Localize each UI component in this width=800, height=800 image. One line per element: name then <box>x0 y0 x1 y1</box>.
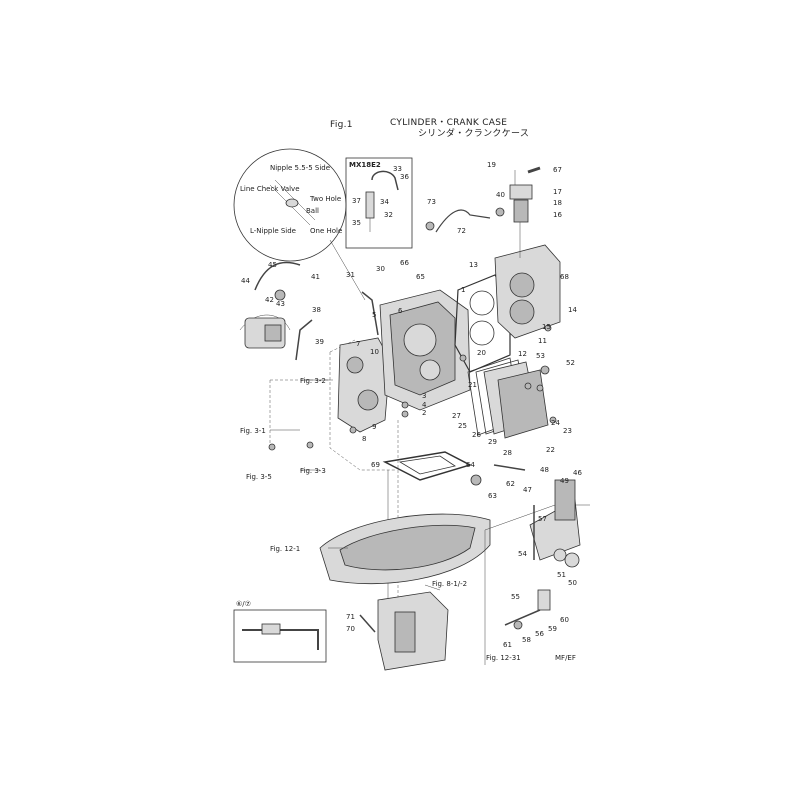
callout-67: 67 <box>553 166 562 174</box>
callout-36: 36 <box>400 173 409 181</box>
callout-34: 34 <box>380 198 389 206</box>
callout-64: 64 <box>466 461 475 469</box>
variant-label: MF/EF <box>555 654 576 662</box>
callout-59: 59 <box>548 625 557 633</box>
callout-68: 68 <box>560 273 569 281</box>
callout-22: 22 <box>546 446 555 454</box>
inset-bottom-label: ⑥/⑦ <box>236 600 251 608</box>
callout-26: 26 <box>472 431 481 439</box>
detail-label-l-nipple: L-Nipple Side <box>250 227 296 235</box>
callout-61: 61 <box>503 641 512 649</box>
callout-18: 18 <box>553 199 562 207</box>
callout-23: 23 <box>563 427 572 435</box>
callout-54: 54 <box>518 550 527 558</box>
callout-41: 41 <box>311 273 320 281</box>
inset-label: MX18E2 <box>349 161 381 169</box>
callout-16: 16 <box>553 211 562 219</box>
detail-label-check-valve: Line Check Valve <box>240 185 300 193</box>
callout-40: 40 <box>496 191 505 199</box>
callout-11: 11 <box>538 337 547 345</box>
callout-55: 55 <box>511 593 520 601</box>
callout-43: 43 <box>276 300 285 308</box>
callout-47: 47 <box>523 486 532 494</box>
callout-8: 8 <box>362 435 367 443</box>
figure-number: Fig.1 <box>330 120 353 130</box>
fig-ref-3-3: Fig. 3-3 <box>300 467 326 475</box>
callout-32: 32 <box>384 211 393 219</box>
callout-57: 57 <box>538 515 547 523</box>
callout-14: 14 <box>568 306 577 314</box>
callout-65: 65 <box>416 273 425 281</box>
callout-24: 24 <box>551 419 560 427</box>
callout-2: 2 <box>422 409 427 417</box>
callout-21: 21 <box>468 381 477 389</box>
fig-ref-8-1-2: Fig. 8-1/-2 <box>432 580 468 588</box>
callout-73: 73 <box>427 198 436 206</box>
callout-58: 58 <box>522 636 531 644</box>
callout-46: 46 <box>573 469 582 477</box>
callout-27: 27 <box>452 412 461 420</box>
fig-ref-3-1: Fig. 3-1 <box>240 427 266 435</box>
callout-69: 69 <box>371 461 380 469</box>
callout-13: 13 <box>469 261 478 269</box>
callout-42: 42 <box>265 296 274 304</box>
callout-72: 72 <box>457 227 466 235</box>
callout-60: 60 <box>560 616 569 624</box>
callout-15: 15 <box>542 323 551 331</box>
detail-label-ball: Ball <box>306 207 319 215</box>
callout-9: 9 <box>372 423 377 431</box>
callout-70: 70 <box>346 625 355 633</box>
fig-ref-12-1: Fig. 12-1 <box>270 545 301 553</box>
callout-4: 4 <box>422 401 427 409</box>
callout-25: 25 <box>458 422 467 430</box>
callout-33: 33 <box>393 165 402 173</box>
detail-label-nipple: Nipple 5.5-5 Side <box>270 164 331 172</box>
callout-38: 38 <box>312 306 321 314</box>
callout-1: 1 <box>461 286 466 294</box>
detail-label-one-hole: One Hole <box>310 227 343 235</box>
fig-ref-12-31: Fig. 12-31 <box>486 654 521 662</box>
lower-left-inset <box>233 609 327 663</box>
page-title: CYLINDER・CRANK CASE <box>390 118 508 128</box>
callout-52: 52 <box>566 359 575 367</box>
callout-44: 44 <box>241 277 250 285</box>
callout-30: 30 <box>376 265 385 273</box>
callout-7: 7 <box>356 340 361 348</box>
callout-71: 71 <box>346 613 355 621</box>
callout-39: 39 <box>315 338 324 346</box>
callout-63: 63 <box>488 492 497 500</box>
callout-29: 29 <box>488 438 497 446</box>
callout-49: 49 <box>560 477 569 485</box>
inset-box <box>345 157 413 249</box>
callout-3: 3 <box>422 392 427 400</box>
callout-56: 56 <box>535 630 544 638</box>
callout-66: 66 <box>400 259 409 267</box>
callout-6: 6 <box>398 307 403 315</box>
callout-19: 19 <box>487 161 496 169</box>
callout-5: 5 <box>372 311 377 319</box>
callout-28: 28 <box>503 449 512 457</box>
callout-35: 35 <box>352 219 361 227</box>
detail-label-two-hole: Two Hole <box>310 195 342 203</box>
callout-48: 48 <box>540 466 549 474</box>
callout-45: 45 <box>268 261 277 269</box>
callout-50: 50 <box>568 579 577 587</box>
fig-ref-3-5: Fig. 3-5 <box>246 473 272 481</box>
callout-12: 12 <box>518 350 527 358</box>
callout-17: 17 <box>553 188 562 196</box>
callout-51: 51 <box>557 571 566 579</box>
page-title-jp: シリンダ・クランクケース <box>418 129 530 139</box>
callout-10: 10 <box>370 348 379 356</box>
callout-31: 31 <box>346 271 355 279</box>
fig-ref-3-2: Fig. 3-2 <box>300 377 326 385</box>
callout-53: 53 <box>536 352 545 360</box>
callout-20: 20 <box>477 349 486 357</box>
callout-62: 62 <box>506 480 515 488</box>
callout-37: 37 <box>352 197 361 205</box>
